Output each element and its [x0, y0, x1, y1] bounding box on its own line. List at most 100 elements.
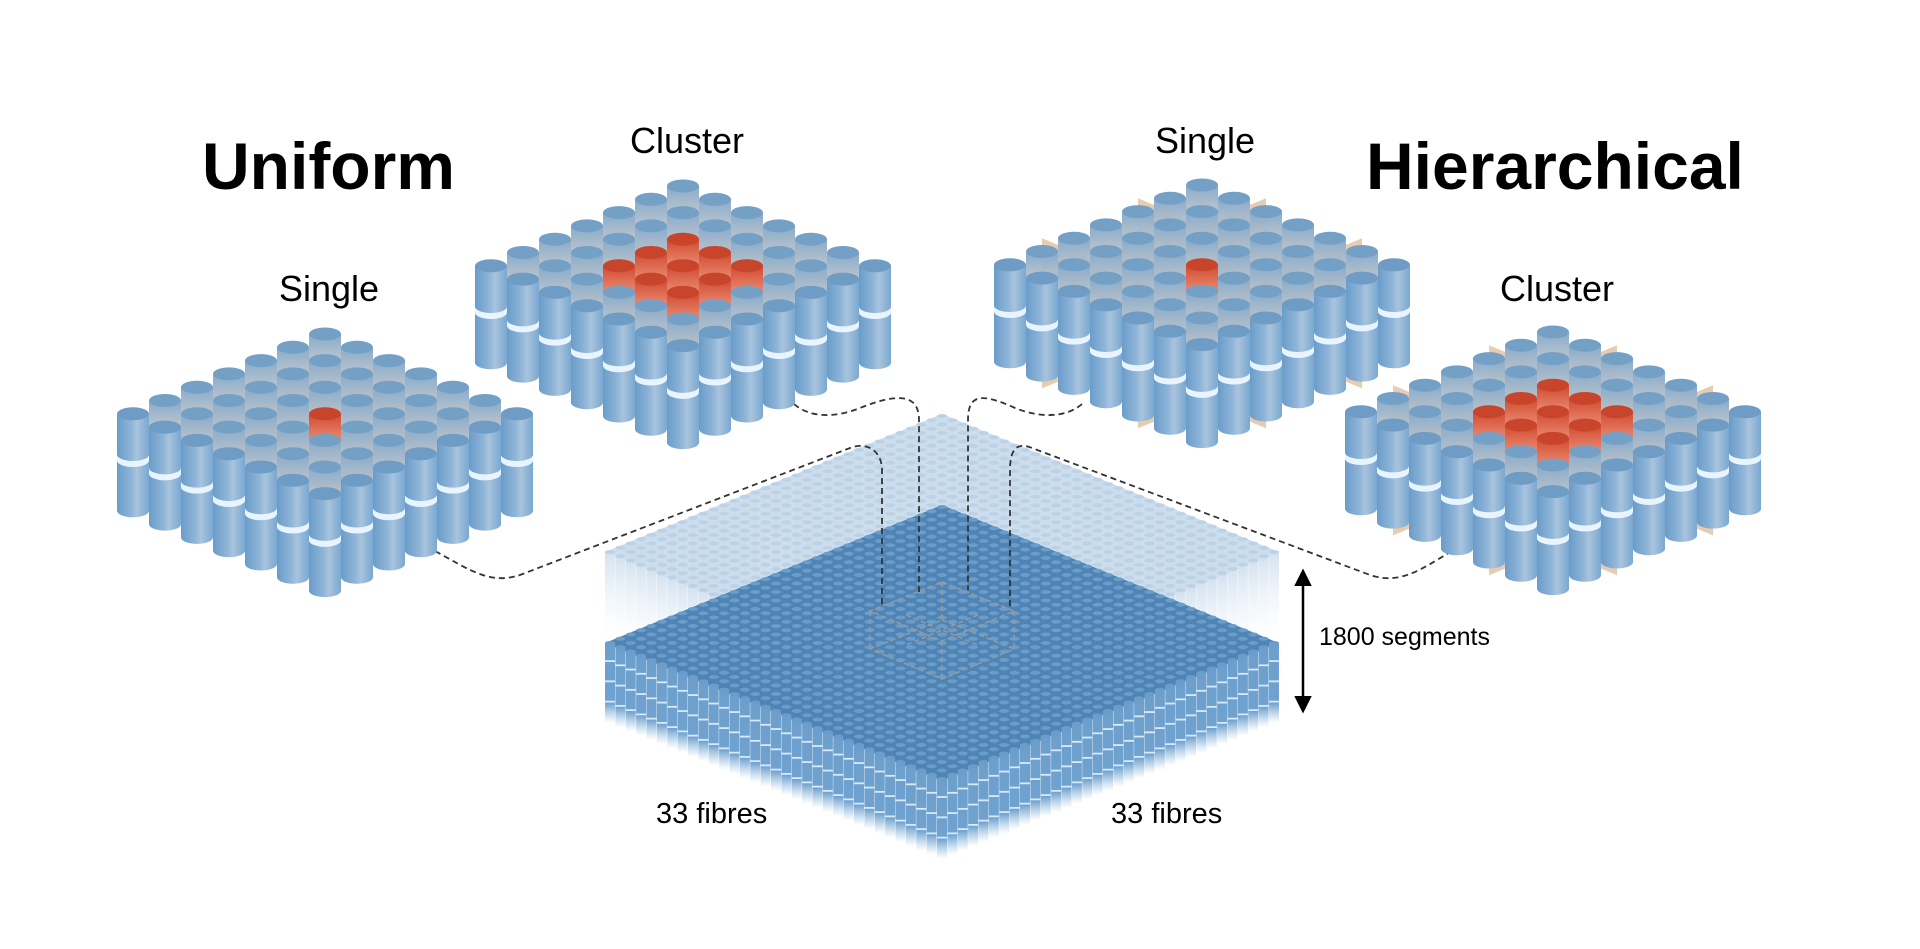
segment-band	[1082, 777, 1093, 780]
fibre-end	[812, 516, 823, 520]
fibre-end	[895, 465, 906, 469]
fibre-end	[988, 534, 999, 539]
fibre-end	[1227, 658, 1238, 662]
fibre-end	[1082, 666, 1093, 671]
fibre-end	[1030, 577, 1041, 582]
fibre-top	[405, 447, 437, 461]
fibre-end	[656, 537, 667, 542]
fibre-end	[656, 562, 667, 567]
fibre-end	[905, 747, 916, 752]
fibre-end	[1144, 683, 1155, 688]
fibre-end	[1186, 524, 1196, 529]
fibre-end	[1206, 632, 1217, 637]
fibre-end	[677, 554, 688, 559]
segment-band	[833, 753, 844, 756]
fibre-end	[1020, 516, 1030, 520]
segment-band	[1237, 693, 1248, 695]
segment-band	[636, 713, 647, 716]
fibre-end	[1020, 490, 1030, 495]
fibre-end	[1051, 602, 1062, 607]
fibre-end	[739, 571, 750, 576]
fibre-end	[833, 649, 844, 654]
fibre-end	[895, 666, 906, 671]
fibre-end	[885, 443, 896, 448]
fibre-end	[895, 624, 906, 628]
fibre-end	[729, 590, 740, 594]
fibre-top	[603, 206, 635, 220]
fibre-end	[926, 713, 937, 718]
fibre-end	[822, 560, 833, 565]
fibre-end	[688, 533, 698, 537]
fibre-end	[1051, 636, 1062, 641]
segment-band	[1282, 345, 1314, 358]
fibre-end	[885, 526, 896, 531]
fibre-top	[1186, 205, 1218, 219]
fibre-end	[1092, 494, 1103, 499]
segment-band	[763, 346, 795, 359]
fibre	[507, 272, 539, 383]
fibre-end	[750, 507, 761, 512]
segment-band	[1165, 702, 1176, 705]
fibre-end	[625, 632, 636, 637]
fibre-end	[978, 734, 989, 739]
fibre-end	[885, 435, 896, 440]
fibre-end	[968, 730, 979, 735]
fibre-top	[149, 394, 181, 407]
fibre-end	[1009, 503, 1020, 508]
fibre-end	[1134, 619, 1145, 624]
fibre-top	[1282, 298, 1314, 312]
fibre-end	[864, 704, 875, 709]
segment-band	[739, 755, 750, 758]
fibre-end	[1165, 541, 1176, 546]
fibre-end	[1123, 558, 1134, 563]
fibre-end	[802, 545, 813, 550]
fibre-end	[1113, 577, 1124, 582]
fibre-end	[1092, 662, 1103, 667]
fibre-top	[763, 272, 795, 286]
fibre-end	[822, 611, 833, 616]
fibre-end	[885, 460, 896, 465]
fibre-end	[812, 524, 823, 529]
fibre-top	[571, 272, 603, 286]
fibre-end	[843, 721, 854, 726]
fibre-end	[1082, 550, 1093, 554]
fibre-top	[117, 407, 149, 421]
fibre-end	[822, 670, 833, 675]
segment-band	[760, 744, 771, 746]
fibre-end	[1248, 641, 1259, 645]
fibre-end	[1154, 545, 1165, 550]
fibre-end	[1020, 709, 1030, 713]
fibre	[1282, 298, 1314, 409]
layer-top-fibres	[605, 505, 1279, 859]
fibre-end	[1123, 533, 1134, 537]
fibre-end	[1040, 598, 1051, 603]
fibre-end	[1040, 564, 1051, 569]
fibre-end	[1103, 607, 1113, 611]
fibre-end	[843, 738, 854, 743]
fibre-top	[245, 433, 277, 447]
fibre-top	[1377, 392, 1409, 405]
fibre-end	[916, 465, 927, 469]
segment-band	[677, 710, 688, 712]
fibre-end	[885, 452, 896, 457]
segment-band	[571, 346, 603, 359]
fibre-end	[988, 636, 999, 641]
fibre-end	[1071, 560, 1082, 565]
fibre-end	[708, 598, 719, 603]
fibre-end	[947, 526, 958, 531]
fibre-end	[854, 683, 864, 688]
fibre	[603, 312, 635, 423]
fibre-end	[1030, 594, 1041, 599]
fibre-top	[1122, 231, 1154, 245]
fibre-end	[729, 558, 740, 563]
fibre-end	[957, 581, 968, 586]
fibre-end	[1051, 477, 1062, 482]
fibre-end	[905, 611, 916, 616]
segment-band	[916, 828, 927, 831]
fibre-end	[802, 653, 813, 658]
fibre-end	[625, 550, 636, 554]
segment-band	[1227, 717, 1238, 720]
fibre-column	[719, 689, 730, 770]
fibre-end	[843, 670, 854, 675]
fibre-end	[854, 734, 864, 739]
